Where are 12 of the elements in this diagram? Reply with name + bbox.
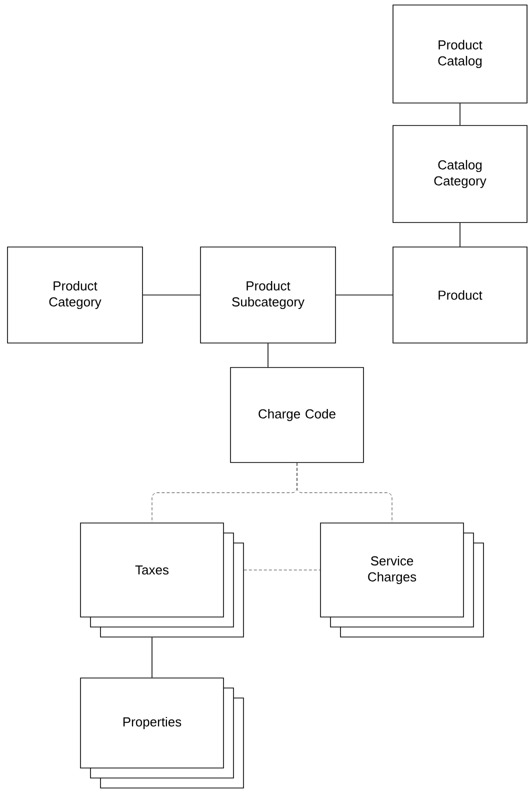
connector — [336, 294, 393, 296]
process-box: Product Catalog — [392, 4, 528, 104]
connector — [296, 462, 392, 523]
process-box: Charge Code — [230, 367, 364, 463]
stacked-box: Service Charges — [320, 522, 484, 638]
stacked-box: Properties — [80, 678, 244, 788]
stacked-box: Taxes — [80, 522, 244, 638]
process-box: Product Subcategory — [200, 246, 336, 344]
process-box: Product Category — [7, 246, 143, 344]
process-box: Catalog Category — [392, 125, 528, 223]
process-box: Product — [392, 246, 528, 344]
connector — [142, 294, 200, 296]
